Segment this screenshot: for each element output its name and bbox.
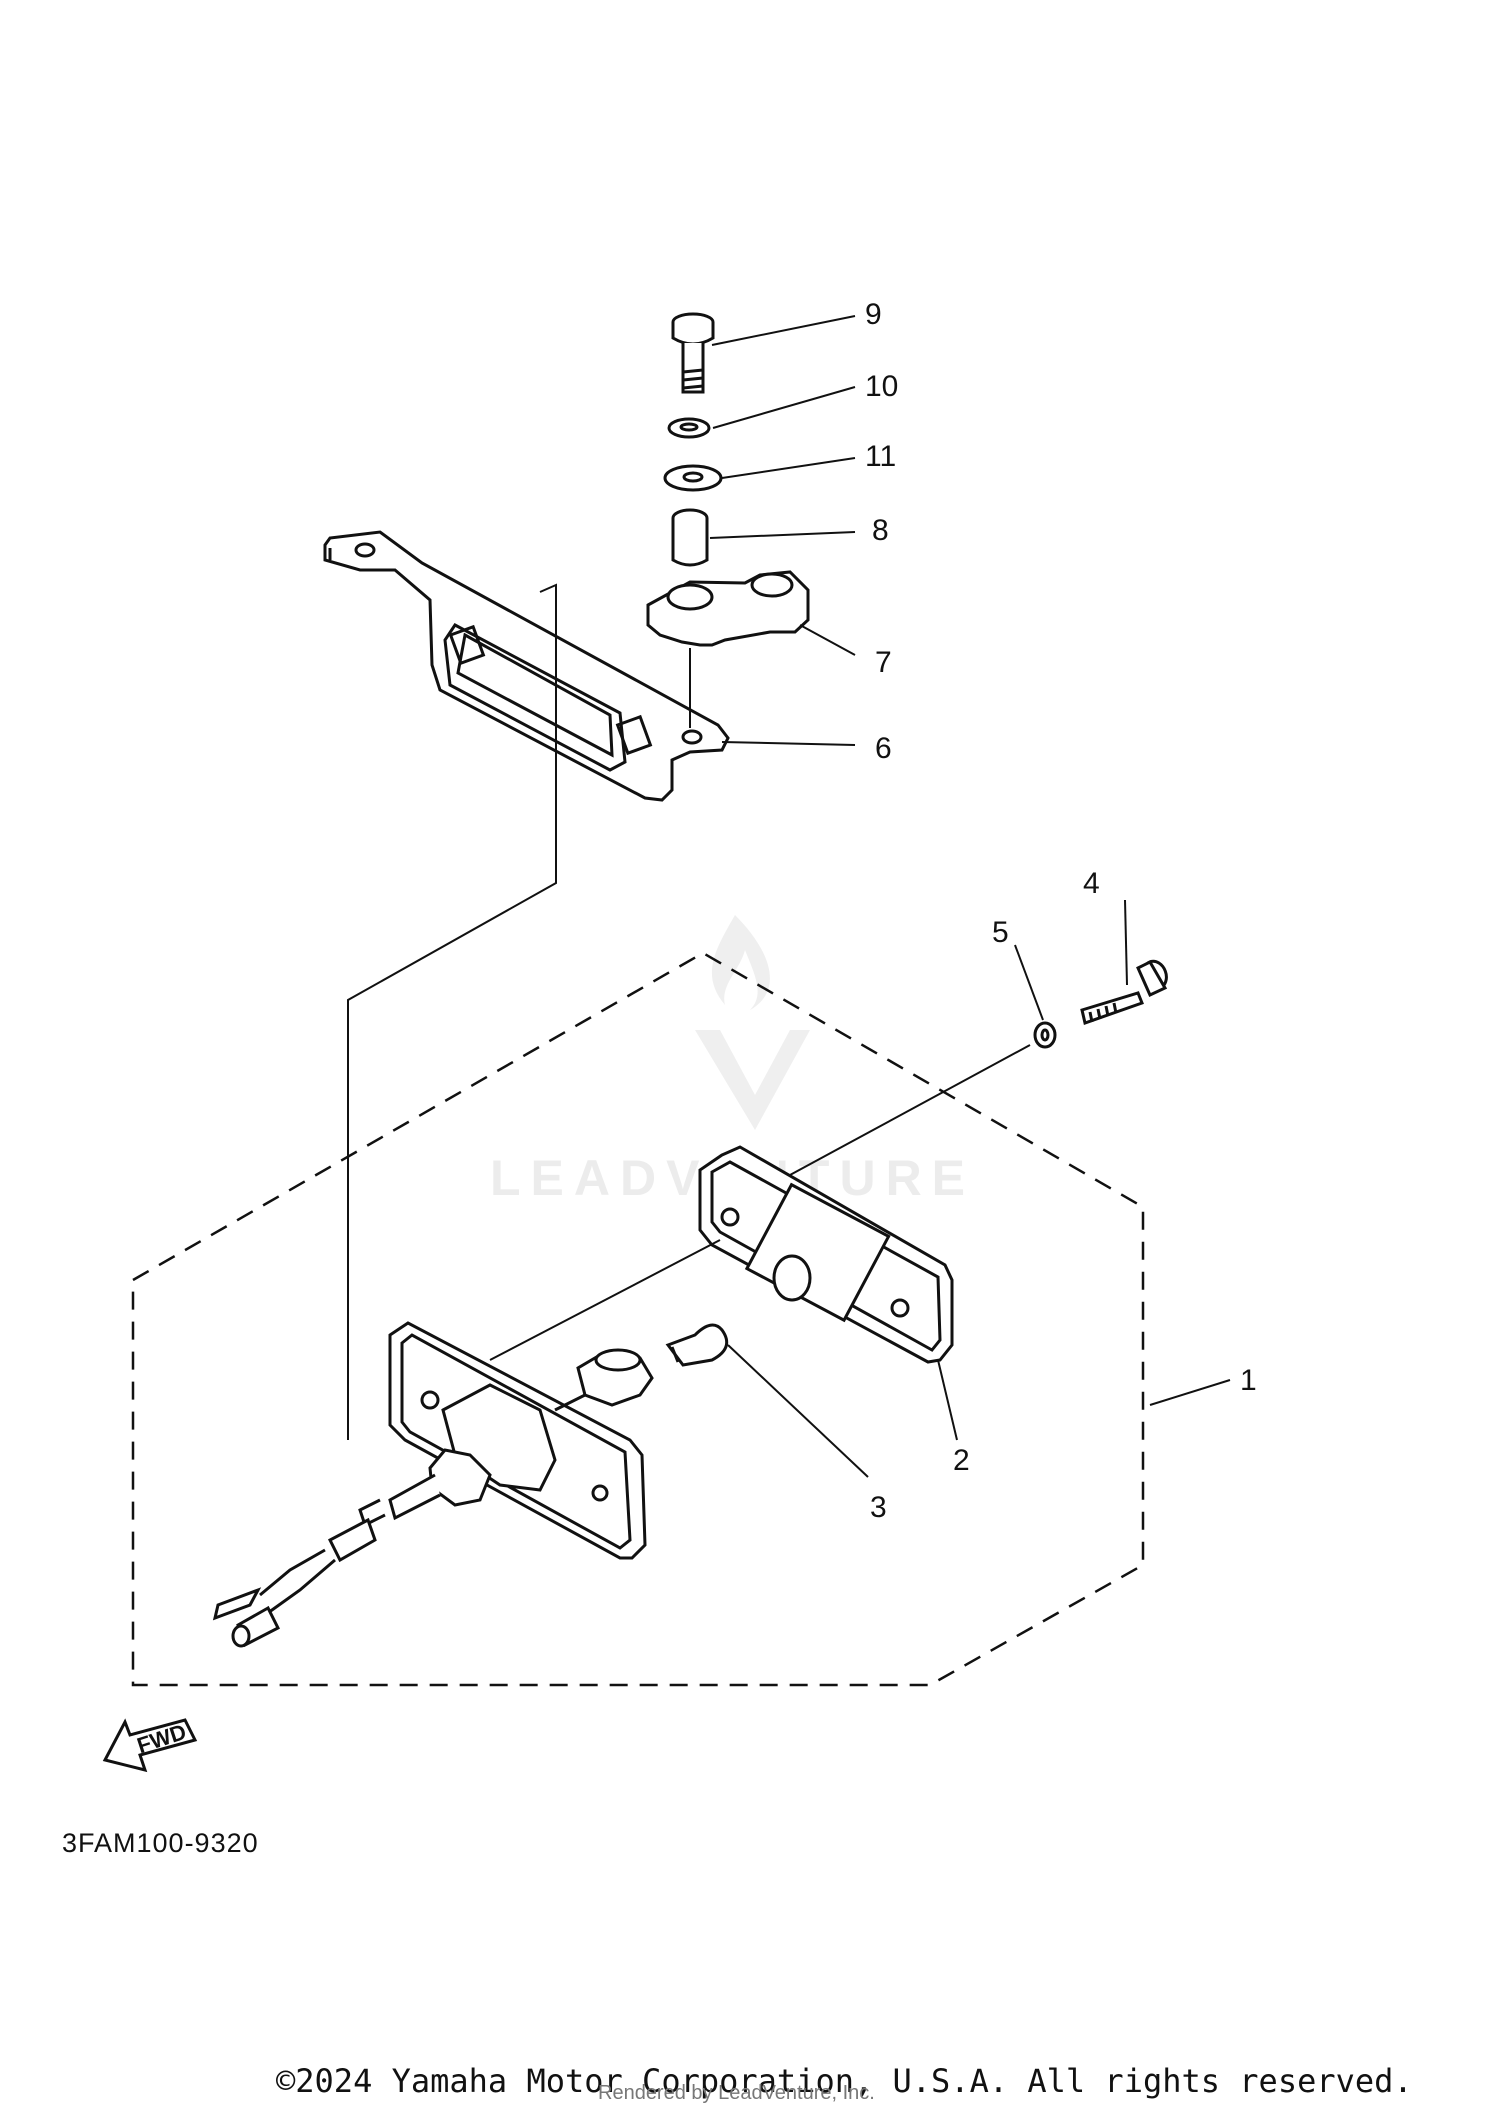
leader-bolt-lens <box>789 1044 1031 1176</box>
stay-part-7 <box>646 570 810 647</box>
callout-11: 11 <box>865 440 896 473</box>
collar-part-8 <box>671 508 709 567</box>
assembly-outline <box>131 951 1145 1687</box>
bolt-part-4 <box>1080 959 1168 1025</box>
callout-3: 3 <box>870 1491 887 1524</box>
diagram-code: 3FAM100-9320 <box>62 1828 259 1858</box>
copyright-notice: ©2024 Yamaha Motor Corporation, U.S.A. A… <box>276 2062 1413 2100</box>
callout-10: 10 <box>865 370 898 403</box>
leader-lamp-lens <box>489 1239 721 1361</box>
callout-7: 7 <box>875 646 892 679</box>
rendered-by-notice: Rendered by LeadVenture, Inc. <box>598 2082 875 2104</box>
fwd-label: FWD <box>134 1719 189 1758</box>
callout-2: 2 <box>953 1444 970 1477</box>
callout-9: 9 <box>865 298 882 331</box>
bracket-part-6 <box>323 530 730 802</box>
washer-part-11 <box>663 464 723 492</box>
callout-leaders <box>709 315 1231 1478</box>
washer-part-5 <box>1033 1021 1057 1049</box>
callout-5: 5 <box>992 916 1009 949</box>
callout-1: 1 <box>1240 1364 1257 1397</box>
callout-6: 6 <box>875 732 892 765</box>
callout-8: 8 <box>872 514 889 547</box>
bolt-part-9 <box>671 312 715 394</box>
leader-bracket-lamp <box>347 583 557 1440</box>
callout-4: 4 <box>1083 867 1100 900</box>
lock-washer-part-10 <box>667 417 711 439</box>
lens-part-2 <box>698 1145 954 1364</box>
bulb-part-3 <box>665 1323 729 1367</box>
lamp-housing <box>212 1321 654 1648</box>
fwd-arrow-icon: FWD <box>102 1718 198 1773</box>
